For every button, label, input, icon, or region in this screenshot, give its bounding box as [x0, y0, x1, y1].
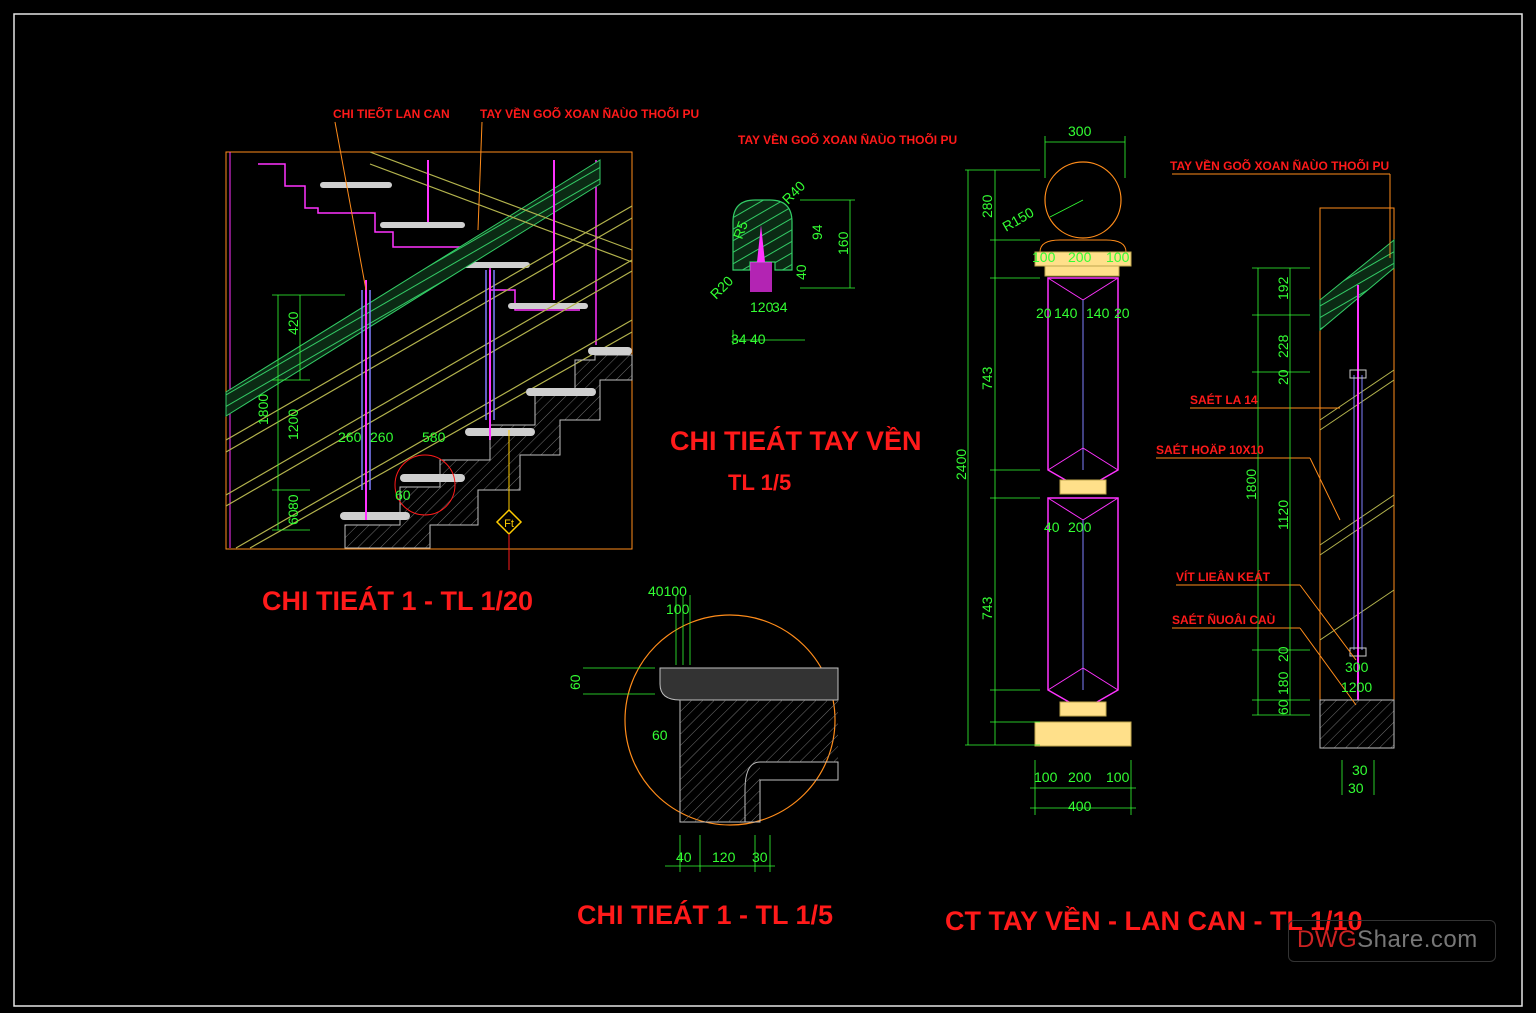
- dim-200-top: 200: [1068, 249, 1092, 265]
- dim-2400: 2400: [953, 449, 969, 480]
- dim-20-bottom: 20: [1275, 646, 1291, 662]
- dim-420: 420: [285, 311, 301, 335]
- stair-section-detail: Ft 420 1800 1200 80 60 260 260 580 60 CH…: [225, 106, 699, 616]
- dim-743-a: 743: [979, 366, 995, 390]
- title-detail1-1-5: CHI TIEÁT 1 - TL 1/5: [577, 899, 833, 930]
- note-sat-la: SAÉT LA 14: [1190, 392, 1258, 407]
- note-sat-hop: SAÉT HOÄP 10X10: [1156, 442, 1264, 457]
- dim-260-a: 260: [338, 429, 362, 445]
- dim-20-b: 20: [1114, 305, 1130, 321]
- dim-40-vert: 40: [793, 264, 809, 280]
- sheet-border: [13, 13, 1523, 1007]
- dim-80: 80: [285, 494, 301, 510]
- dim-r5: R5: [730, 219, 751, 241]
- newel-post-elevation: 300 280 R150 100 200 100 20 140 140 20 7…: [953, 123, 1136, 815]
- handrail-profile-detail: R40 R5 R20 94 160 40 120 34 40 34 TAY VỀ…: [670, 132, 957, 495]
- dim-100-top-a: 100: [1032, 249, 1056, 265]
- dim-30-bottom: 30: [752, 849, 768, 865]
- dim-40100: 40100: [648, 583, 687, 599]
- dim-40-b: 40: [750, 331, 766, 347]
- ft-label: Ft: [504, 518, 514, 530]
- dim-300-right: 300: [1345, 659, 1369, 675]
- tread-nosing-detail: 40100 100 60 60 40 120 30 CHI TIEÁT 1 - …: [567, 583, 839, 930]
- dim-1200: 1200: [285, 409, 301, 440]
- dim-40-mid: 40: [1044, 519, 1060, 535]
- dim-160: 160: [835, 231, 851, 255]
- note-sat-duoi-ca: SAÉT ÑUOÂI CAÙ: [1172, 612, 1275, 627]
- dim-60-tread: 60: [567, 674, 583, 690]
- dim-580: 580: [422, 429, 446, 445]
- dim-30-a: 30: [1352, 762, 1368, 778]
- dim-192: 192: [1275, 276, 1291, 300]
- dim-200-mid: 200: [1068, 519, 1092, 535]
- dim-20-a: 20: [1036, 305, 1052, 321]
- dim-20-top: 20: [1275, 369, 1291, 385]
- dim-34-b: 34: [772, 299, 788, 315]
- note-tay-vin-1: TAY VỀN GOÕ XOAN ÑAÙO THOÕI PU: [480, 106, 699, 121]
- dim-100: 100: [666, 601, 690, 617]
- dim-100-top-b: 100: [1106, 249, 1130, 265]
- dim-1800-right: 1800: [1243, 469, 1259, 500]
- title-handrail: CHI TIEÁT TAY VỀN: [670, 425, 922, 456]
- dim-280: 280: [979, 194, 995, 218]
- dim-743-b: 743: [979, 596, 995, 620]
- dim-120: 120: [750, 299, 774, 315]
- title-handrail-scale: TL 1/5: [728, 470, 791, 495]
- dim-180: 180: [1275, 671, 1291, 695]
- watermark: DWGShare.com: [1288, 920, 1496, 962]
- dim-60-right: 60: [1275, 699, 1291, 715]
- dim-r20: R20: [707, 272, 737, 302]
- dim-200-base: 200: [1068, 769, 1092, 785]
- dim-140-a: 140: [1054, 305, 1078, 321]
- dim-94: 94: [809, 224, 825, 240]
- note-vit-lien-ket: VÍT LIEÂN KEÁT: [1176, 569, 1271, 584]
- dim-r150: R150: [1000, 204, 1037, 235]
- dim-100-base-a: 100: [1034, 769, 1058, 785]
- dim-140-b: 140: [1086, 305, 1110, 321]
- dim-1120: 1120: [1275, 500, 1291, 530]
- dim-1800: 1800: [255, 394, 271, 425]
- dim-400: 400: [1068, 798, 1092, 814]
- dim-60-nosing: 60: [652, 727, 668, 743]
- baluster-section: 192 228 20 1800 1120 20 180 60 300 1200 …: [1156, 158, 1395, 796]
- dim-34-a: 34: [731, 331, 747, 347]
- dim-60-stair: 60: [395, 487, 411, 503]
- dim-120-bottom: 120: [712, 849, 736, 865]
- note-tay-vin-3: TAY VỀN GOÕ XOAN ÑAÙO THOÕI PU: [1170, 158, 1389, 173]
- title-detail1-1-20: CHI TIEÁT 1 - TL 1/20: [262, 585, 533, 616]
- note-lan-can: CHI TIEÕT LAN CAN: [333, 106, 450, 121]
- watermark-share: Share.com: [1357, 926, 1478, 953]
- dim-100-base-b: 100: [1106, 769, 1130, 785]
- watermark-dwg: DWG: [1297, 926, 1358, 953]
- dim-300: 300: [1068, 123, 1092, 139]
- note-tay-vin-2: TAY VỀN GOÕ XOAN ÑAÙO THOÕI PU: [738, 132, 957, 147]
- dim-30-b: 30: [1348, 780, 1364, 796]
- dim-1200-right: 1200: [1341, 679, 1372, 695]
- dim-228: 228: [1275, 334, 1291, 358]
- dim-60-left: 60: [285, 509, 301, 525]
- dim-40-bottom: 40: [676, 849, 692, 865]
- dim-260-b: 260: [370, 429, 394, 445]
